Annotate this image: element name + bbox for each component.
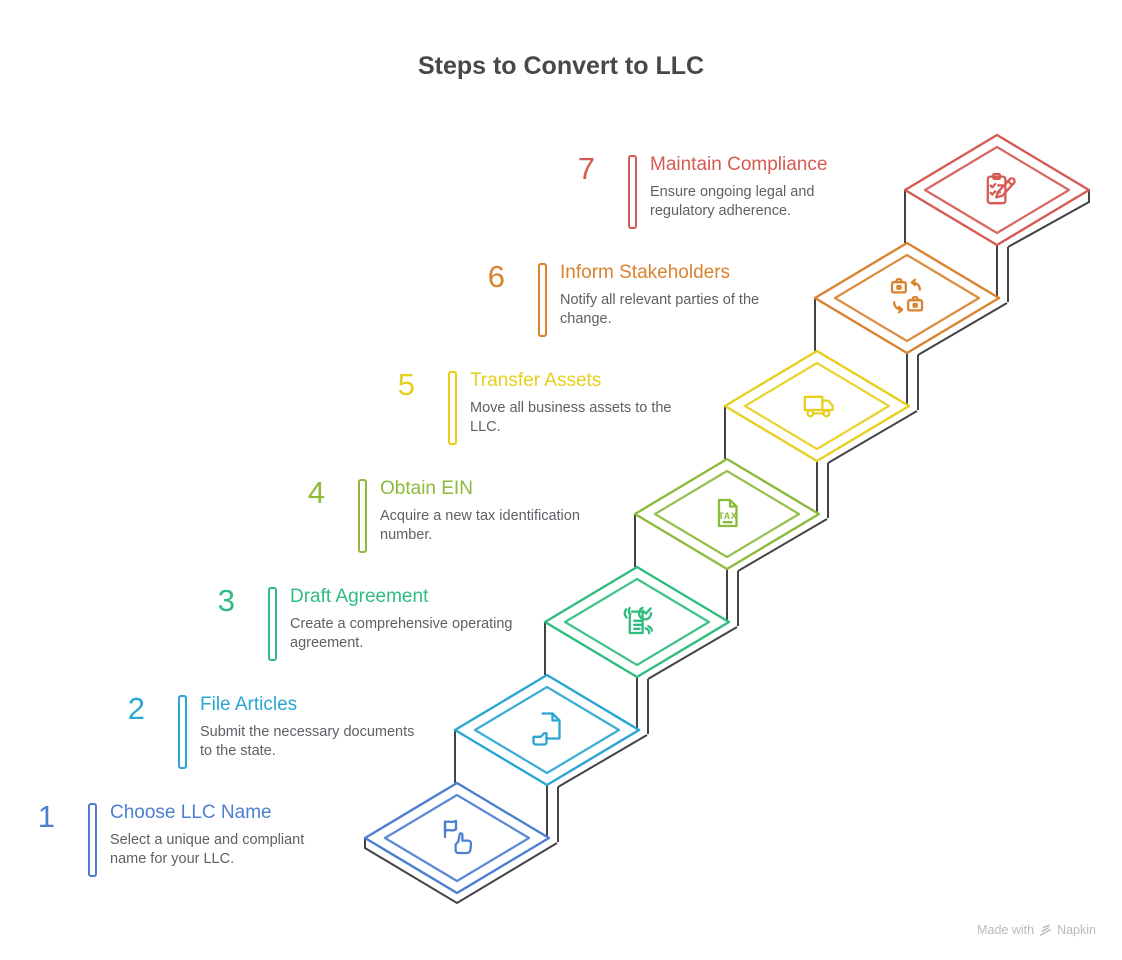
step-accent-bar: [448, 371, 457, 445]
step-description: Select a unique and compliant name for y…: [110, 832, 305, 867]
step-accent-bar: [538, 263, 547, 337]
step-title: File Articles: [200, 694, 298, 715]
step-platform: [903, 133, 1091, 247]
step-platform: [363, 781, 551, 895]
watermark-brand: Napkin: [1057, 923, 1096, 937]
step-number: 1: [37, 799, 55, 834]
step-platform: [543, 565, 731, 679]
step-platform: TAX: [633, 457, 821, 571]
step-title: Draft Agreement: [290, 586, 429, 607]
truck-icon: [803, 395, 834, 418]
tax-document-icon: TAX: [717, 498, 738, 528]
watermark: Made with Napkin: [977, 923, 1096, 937]
platform-outer-diamond: [723, 349, 911, 463]
tax-icon-label: TAX: [718, 511, 737, 521]
step-number: 4: [307, 475, 325, 510]
platform-outer-diamond: [903, 133, 1091, 247]
step-title: Obtain EIN: [380, 478, 473, 499]
step-platform: [723, 349, 911, 463]
staircase-outline: [364, 190, 1090, 905]
platform-inner-diamond: [833, 253, 981, 343]
briefcase-exchange-icon: [890, 277, 924, 314]
step-number: 5: [397, 367, 415, 402]
watermark-prefix: Made with: [977, 923, 1035, 937]
step-platform: [813, 241, 1001, 355]
agreement-check-icon: [623, 606, 653, 635]
step-description: Notify all relevant parties of the chang…: [560, 292, 760, 327]
platform-outer-diamond: [813, 241, 1001, 355]
step-title: Choose LLC Name: [110, 802, 272, 823]
platform-outer-diamond: [633, 457, 821, 571]
platform-inner-diamond: [743, 361, 891, 451]
step-number: 3: [217, 583, 235, 618]
platform-inner-diamond: [383, 793, 531, 883]
step-description: Move all business assets to the LLC.: [470, 400, 672, 435]
step-title: Transfer Assets: [470, 370, 602, 391]
step-title: Inform Stakeholders: [560, 262, 731, 283]
step-number: 7: [577, 151, 595, 186]
platform-inner-diamond: [653, 469, 801, 559]
step-description: Create a comprehensive operating agreeme…: [290, 616, 513, 651]
step-accent-bar: [628, 155, 637, 229]
platform-inner-diamond: [563, 577, 711, 667]
platform-outer-diamond: [543, 565, 731, 679]
step-description: Submit the necessary documents to the st…: [200, 724, 415, 759]
platform-outer-diamond: [453, 673, 641, 787]
step-number: 6: [487, 259, 505, 294]
platform-outer-diamond: [363, 781, 551, 895]
step-accent-bar: [88, 803, 97, 877]
name-tag-hand-icon: [443, 819, 473, 855]
step-description: Ensure ongoing legal and regulatory adhe…: [650, 184, 815, 219]
step-description: Acquire a new tax identification number.: [380, 508, 580, 543]
document-tray-icon: [532, 712, 561, 746]
step-accent-bar: [268, 587, 277, 661]
step-accent-bar: [178, 695, 187, 769]
step-number: 2: [127, 691, 145, 726]
clipboard-pencil-icon: [986, 172, 1016, 205]
platform-inner-diamond: [473, 685, 621, 775]
step-accent-bar: [358, 479, 367, 553]
platform-inner-diamond: [923, 145, 1071, 235]
step-platform: [453, 673, 641, 787]
napkin-logo-icon: [1040, 924, 1052, 936]
step-title: Maintain Compliance: [650, 154, 828, 175]
page-title: Steps to Convert to LLC: [417, 52, 705, 80]
